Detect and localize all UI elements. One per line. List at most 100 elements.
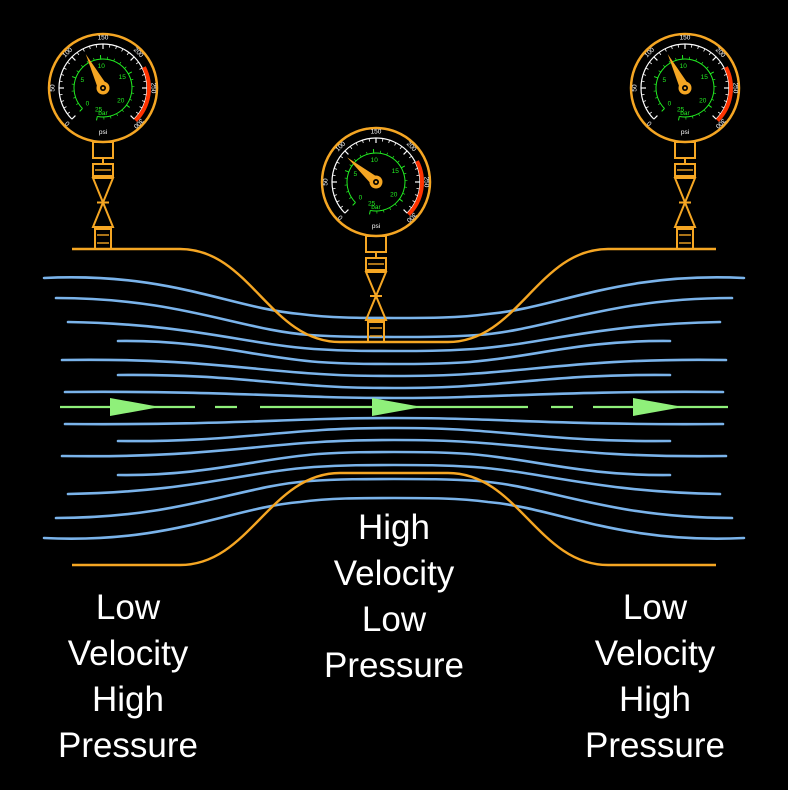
psi-tick [408, 155, 412, 159]
psi-tick [717, 111, 721, 115]
psi-scale-label: 150 [371, 129, 382, 136]
bar-tick [695, 58, 697, 62]
psi-tick [408, 205, 412, 209]
fitting-nut [365, 257, 387, 271]
caption-center: High Velocity Low Pressure [289, 505, 499, 689]
psi-unit-label: psi [372, 223, 380, 230]
psi-tick [71, 115, 76, 120]
bar-scale-arc [655, 58, 715, 118]
bar-scale-label: 20 [117, 98, 125, 105]
psi-scale-label: 0 [646, 119, 654, 127]
flow-arrow-icon [110, 398, 160, 416]
bar-tick [124, 66, 127, 69]
bar-tick [661, 108, 665, 112]
streamline [42, 276, 746, 320]
psi-tick [115, 46, 117, 50]
psi-tick [712, 115, 717, 120]
psi-tick [712, 56, 717, 61]
psi-tick [721, 67, 725, 70]
bar-tick [93, 57, 95, 61]
bar-tick [389, 207, 392, 211]
caption-left-line: High [92, 680, 164, 719]
psi-tick [653, 56, 658, 61]
psi-tick [723, 74, 727, 76]
bar-tick [110, 115, 112, 119]
bar-tick [121, 109, 124, 113]
bar-tick [71, 76, 76, 79]
psi-tick [340, 155, 344, 159]
bar-tick [675, 57, 677, 61]
flow-arrows [110, 398, 683, 416]
gauge-neck [365, 235, 387, 253]
bar-tick [96, 116, 98, 121]
bar-scale-label: 5 [354, 171, 358, 178]
bar-scale-label: 15 [392, 168, 400, 175]
psi-tick [403, 150, 408, 155]
psi-tick [135, 111, 139, 115]
psi-tick [703, 48, 706, 52]
psi-tick [362, 140, 364, 144]
psi-tick [412, 200, 416, 203]
bar-scale-label: 15 [701, 74, 709, 81]
psi-tick [130, 56, 135, 61]
bar-tick [126, 104, 130, 108]
psi-tick [76, 52, 80, 56]
danger-zone-arc [407, 160, 424, 216]
psi-tick [697, 46, 699, 50]
psi-unit-label: psi [99, 129, 107, 136]
bar-tick [399, 198, 403, 202]
bar-tick [76, 70, 79, 73]
bar-tick [349, 164, 352, 167]
bar-tick [701, 61, 704, 65]
bar-scale-label: 0 [668, 100, 672, 107]
psi-tick [394, 142, 397, 146]
psi-scale-label: 50 [323, 178, 330, 186]
streamline [116, 426, 672, 443]
gauge-neck [674, 141, 696, 159]
streamline [66, 320, 722, 353]
psi-tick [414, 194, 418, 196]
valve-icon [673, 177, 697, 228]
streamline [63, 416, 725, 426]
gauge-neck [92, 141, 114, 159]
bar-scale-label: 10 [680, 63, 688, 70]
psi-tick [139, 106, 143, 109]
bar-scale-label: 20 [699, 98, 707, 105]
gauge-needle [667, 54, 690, 91]
bar-tick [76, 103, 79, 105]
bar-scale-label: 0 [86, 100, 90, 107]
bar-scale-arc [73, 58, 133, 118]
bar-tick [81, 64, 84, 68]
streamline [60, 438, 728, 458]
psi-tick [645, 67, 649, 70]
bar-tick [402, 193, 406, 195]
psi-tick [671, 46, 673, 50]
bar-unit-label: bar [371, 204, 381, 211]
psi-scale-label: 250 [422, 177, 429, 188]
caption-right-line: Low [622, 588, 688, 627]
psi-tick [721, 106, 725, 109]
psi-tick [63, 67, 67, 70]
caption-right-line: High [619, 680, 691, 719]
streamline [116, 373, 672, 390]
psi-tick [139, 67, 143, 70]
psi-scale-label: 150 [680, 35, 691, 42]
caption-center-line: Low [361, 600, 427, 639]
valve-icon [364, 271, 388, 321]
psi-scale-label: 150 [98, 35, 109, 42]
psi-tick [61, 100, 65, 102]
psi-tick [344, 150, 349, 155]
psi-tick [340, 205, 344, 209]
caption-right-line: Velocity [594, 634, 716, 673]
psi-tick [717, 61, 721, 65]
bar-scale-label: 5 [663, 77, 667, 84]
gauge-needle [85, 54, 108, 91]
bar-tick [678, 116, 680, 121]
bar-tick [711, 99, 715, 101]
psi-tick [61, 74, 65, 76]
caption-left-line: Pressure [57, 726, 199, 765]
bar-tick [692, 115, 694, 119]
